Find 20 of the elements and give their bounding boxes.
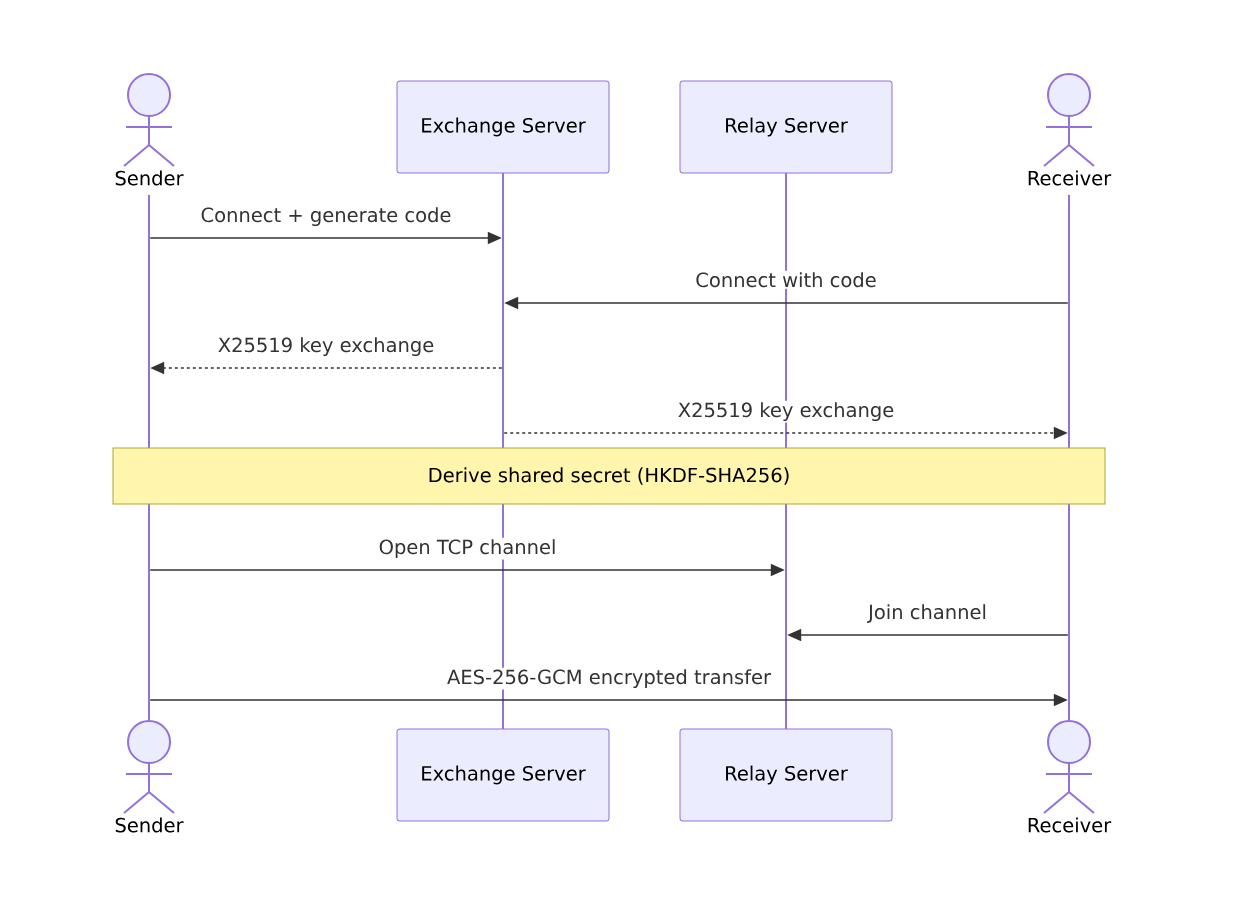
node-label: Receiver bbox=[1028, 817, 1112, 833]
edge-label: X25519 key exchange bbox=[216, 335, 436, 358]
edge-label: Open TCP channel bbox=[377, 537, 558, 560]
node-label: Receiver bbox=[1028, 170, 1112, 186]
participant-box: Relay Server bbox=[679, 728, 893, 822]
edge-label: AES-256-GCM encrypted transfer bbox=[445, 667, 773, 690]
participant-box: Exchange Server bbox=[396, 80, 610, 174]
edge-label: Connect + generate code bbox=[199, 205, 453, 228]
actor: Receiver bbox=[1028, 720, 1112, 833]
edge-label: Connect with code bbox=[693, 270, 879, 289]
edge-label: X25519 key exchange bbox=[676, 400, 896, 423]
participant-box: Relay Server bbox=[679, 80, 893, 174]
actor: Receiver bbox=[1028, 73, 1112, 186]
node-label: Sender bbox=[115, 170, 184, 186]
actor: Sender bbox=[115, 720, 184, 833]
node-label: Sender bbox=[115, 817, 184, 833]
edge-label: Join channel bbox=[866, 602, 989, 625]
actor: Sender bbox=[115, 73, 184, 186]
note-box: Derive shared secret (HKDF-SHA256) bbox=[112, 447, 1106, 505]
participant-box: Exchange Server bbox=[396, 728, 610, 822]
